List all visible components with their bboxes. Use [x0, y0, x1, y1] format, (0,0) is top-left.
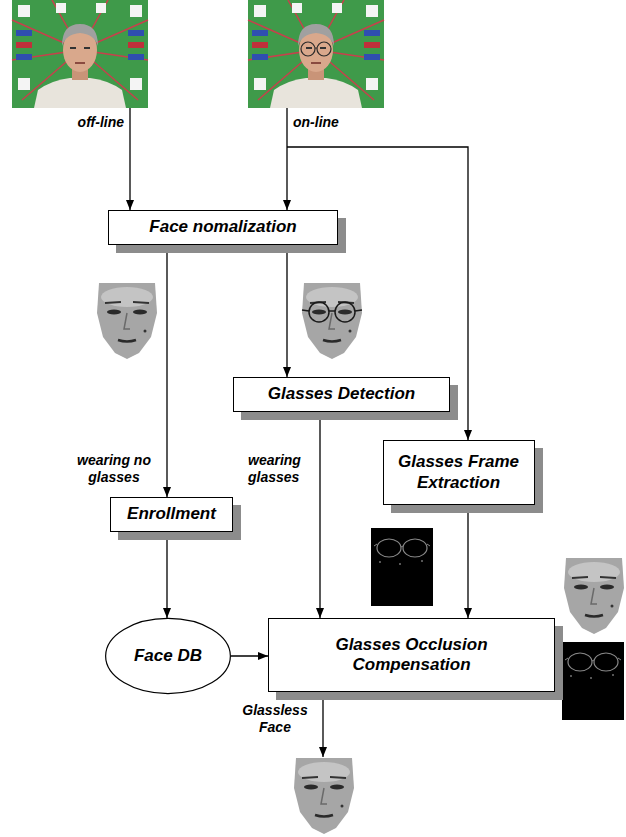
flow-arrow — [319, 412, 320, 618]
database-ellipse: Face DB — [105, 618, 231, 694]
flow-arrow — [166, 532, 167, 618]
flow-arrow — [286, 245, 287, 377]
glassless-face — [294, 758, 354, 834]
frame-residual-image — [562, 642, 624, 720]
process-box: Glasses Frame Extraction — [383, 440, 535, 505]
mode-label: on-line — [293, 114, 363, 131]
output-arrow — [322, 700, 323, 757]
face-photo-glasses — [248, 0, 384, 108]
online-arrow — [286, 108, 287, 210]
process-box: Glasses Occlusion Compensation — [268, 618, 555, 692]
normalized-face — [97, 283, 157, 359]
thumb-glasses — [302, 302, 362, 322]
process-box: Glasses Detection — [233, 377, 450, 412]
process-box: Face nomalization — [108, 210, 338, 245]
mode-label: off-line — [60, 114, 124, 131]
compensated-face — [564, 558, 624, 634]
node-text: Glasses Frame Extraction — [394, 452, 524, 493]
flow-arrow — [231, 655, 268, 656]
photo-glasses — [301, 42, 331, 56]
face-photo — [12, 0, 148, 108]
condition-label: wearing glasses — [248, 452, 314, 486]
flow-arrow — [467, 505, 468, 618]
offline-arrow — [129, 108, 130, 210]
output-label: Glassless Face — [234, 702, 316, 736]
node-text: Enrollment — [127, 504, 216, 524]
node-text: Glasses Detection — [268, 384, 415, 404]
node-text: Face nomalization — [149, 217, 296, 237]
normalized-face-glasses — [302, 283, 362, 359]
frame-image — [371, 528, 433, 606]
node-text: Face DB — [134, 646, 202, 666]
flow-arrow — [166, 245, 167, 497]
process-box: Enrollment — [110, 497, 233, 532]
condition-label: wearing no glasses — [68, 452, 160, 486]
node-text: Glasses Occlusion Compensation — [317, 635, 507, 676]
